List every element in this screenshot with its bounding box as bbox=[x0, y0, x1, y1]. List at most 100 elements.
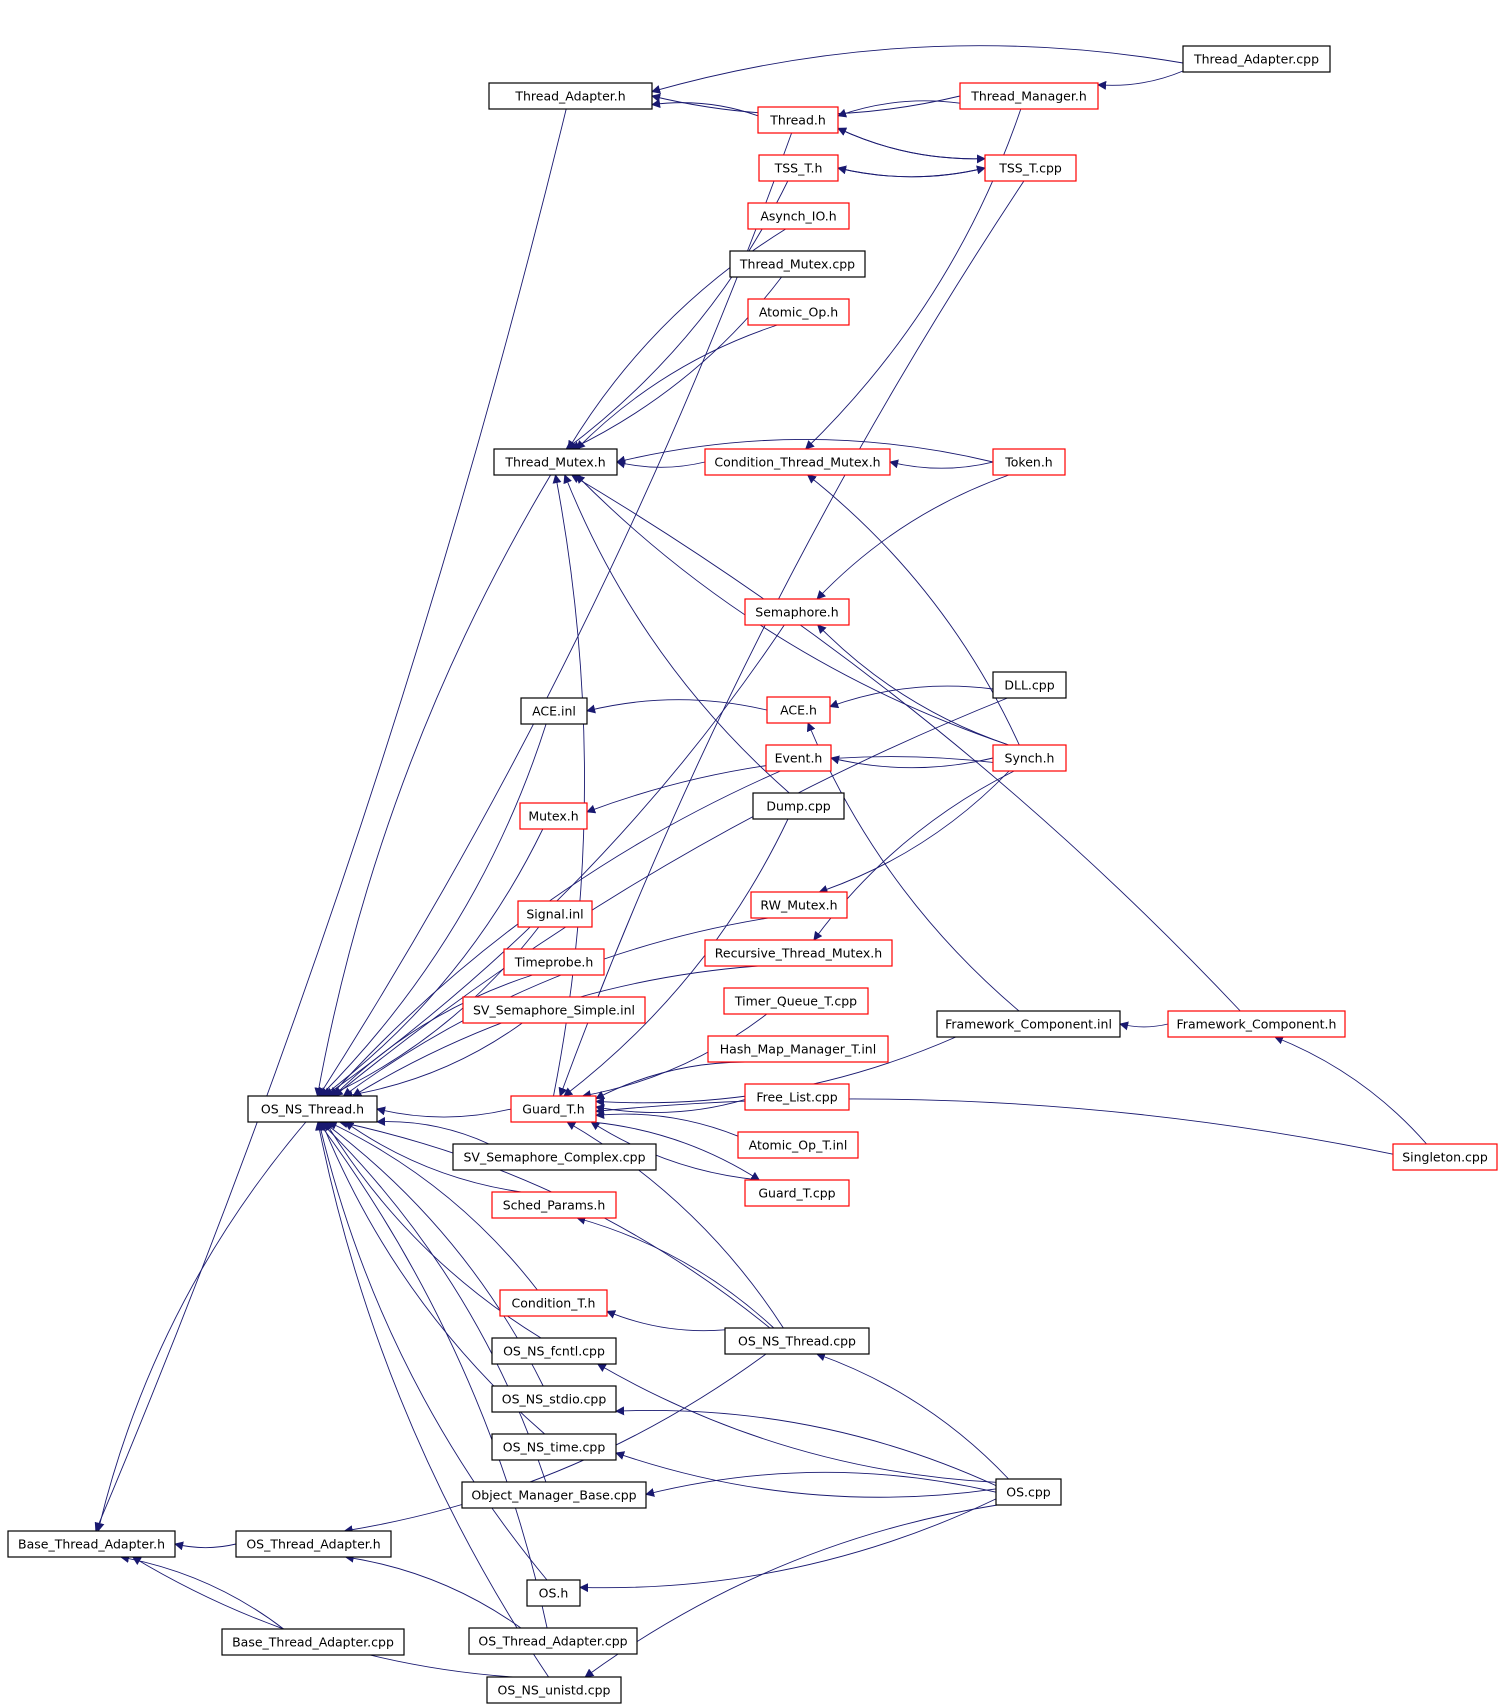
file-node-box bbox=[992, 448, 1066, 476]
file-node-sv-semaphore-simple-inl[interactable]: SV_Semaphore_Simple.inl bbox=[462, 996, 646, 1024]
file-node-framework-component-h[interactable]: Framework_Component.h bbox=[1167, 1010, 1346, 1038]
file-node-label: Thread_Manager.h bbox=[970, 89, 1087, 104]
dependency-edge bbox=[342, 917, 769, 1097]
file-node-box bbox=[1392, 1143, 1498, 1171]
file-node-label: Guard_T.cpp bbox=[758, 1186, 835, 1201]
dependency-edge bbox=[591, 1121, 761, 1181]
file-node-timer-queue-t-cpp[interactable]: Timer_Queue_T.cpp bbox=[723, 987, 869, 1015]
file-node-ace-inl[interactable]: ACE.inl bbox=[520, 697, 588, 725]
dependency-edge bbox=[651, 45, 1184, 94]
file-node-label: Thread_Mutex.cpp bbox=[739, 257, 855, 272]
file-node-hash-map-manager-t-inl[interactable]: Hash_Map_Manager_T.inl bbox=[707, 1035, 889, 1063]
file-node-atomic-op-h[interactable]: Atomic_Op.h bbox=[747, 298, 850, 326]
file-node-label: Mutex.h bbox=[528, 809, 578, 824]
file-node-box bbox=[491, 1385, 617, 1413]
dependency-edge bbox=[563, 474, 790, 794]
file-node-box bbox=[765, 744, 832, 772]
file-node-guard-t-cpp[interactable]: Guard_T.cpp bbox=[744, 1179, 850, 1207]
file-node-dll-cpp[interactable]: DLL.cpp bbox=[992, 671, 1067, 699]
file-node-semaphore-h[interactable]: Semaphore.h bbox=[744, 598, 850, 626]
dependency-edge bbox=[816, 474, 1010, 600]
file-node-box bbox=[707, 1035, 889, 1063]
file-node-base-thread-adapter-cpp[interactable]: Base_Thread_Adapter.cpp bbox=[221, 1628, 405, 1656]
file-node-free-list-cpp[interactable]: Free_List.cpp bbox=[744, 1083, 850, 1111]
file-node-os-ns-unistd-cpp[interactable]: OS_NS_unistd.cpp bbox=[486, 1676, 622, 1704]
file-node-os-cpp[interactable]: OS.cpp bbox=[995, 1478, 1062, 1506]
dependency-edge bbox=[615, 1406, 997, 1487]
dependency-edge bbox=[318, 132, 793, 1097]
file-node-token-h[interactable]: Token.h bbox=[992, 448, 1066, 476]
file-node-tss-t-cpp[interactable]: TSS_T.cpp bbox=[984, 154, 1077, 182]
file-node-condition-thread-mutex-h[interactable]: Condition_Thread_Mutex.h bbox=[704, 448, 891, 476]
file-node-sched-params-h[interactable]: Sched_Params.h bbox=[491, 1191, 617, 1219]
file-node-box bbox=[519, 802, 588, 830]
file-node-os-thread-adapter-cpp[interactable]: OS_Thread_Adapter.cpp bbox=[468, 1627, 638, 1655]
file-node-thread-mutex-cpp[interactable]: Thread_Mutex.cpp bbox=[729, 250, 866, 278]
file-node-thread-mutex-h[interactable]: Thread_Mutex.h bbox=[493, 448, 618, 476]
file-node-dump-cpp[interactable]: Dump.cpp bbox=[752, 792, 845, 820]
file-node-thread-adapter-cpp[interactable]: Thread_Adapter.cpp bbox=[1182, 45, 1331, 73]
dependency-edge bbox=[581, 1013, 768, 1099]
file-node-guard-t-h[interactable]: Guard_T.h bbox=[510, 1095, 597, 1123]
dependency-edge bbox=[575, 324, 778, 450]
file-node-box bbox=[936, 1010, 1121, 1038]
file-node-atomic-op-t-inl[interactable]: Atomic_Op_T.inl bbox=[737, 1131, 859, 1159]
dependency-edge bbox=[376, 1106, 512, 1118]
dependency-edge bbox=[806, 722, 1020, 1012]
dependency-edge bbox=[570, 474, 1241, 1012]
file-node-box bbox=[7, 1530, 176, 1558]
file-node-os-ns-fcntl-cpp[interactable]: OS_NS_fcntl.cpp bbox=[491, 1337, 617, 1365]
dependency-edge bbox=[586, 699, 768, 714]
file-node-label: OS_NS_unistd.cpp bbox=[498, 1683, 611, 1698]
file-node-condition-t-h[interactable]: Condition_T.h bbox=[499, 1289, 608, 1317]
file-node-event-h[interactable]: Event.h bbox=[765, 744, 832, 772]
file-node-object-manager-base-cpp[interactable]: Object_Manager_Base.cpp bbox=[461, 1481, 647, 1509]
file-node-label: Timeprobe.h bbox=[514, 955, 594, 970]
dependency-edge bbox=[595, 1099, 746, 1113]
file-node-box bbox=[503, 948, 605, 976]
file-node-timeprobe-h[interactable]: Timeprobe.h bbox=[503, 948, 605, 976]
dependency-edge bbox=[131, 1556, 513, 1678]
file-node-tss-t-h[interactable]: TSS_T.h bbox=[758, 154, 839, 182]
file-node-os-h[interactable]: OS.h bbox=[526, 1579, 581, 1607]
file-node-sv-semaphore-complex-cpp[interactable]: SV_Semaphore_Complex.cpp bbox=[452, 1143, 657, 1171]
file-node-ace-h[interactable]: ACE.h bbox=[766, 696, 831, 724]
dependency-edge bbox=[319, 723, 547, 1097]
file-node-os-thread-adapter-h[interactable]: OS_Thread_Adapter.h bbox=[235, 1530, 392, 1558]
file-node-thread-h[interactable]: Thread.h bbox=[757, 106, 839, 134]
file-node-mutex-h[interactable]: Mutex.h bbox=[519, 802, 588, 830]
dependency-edge bbox=[837, 127, 986, 164]
file-node-framework-component-inl[interactable]: Framework_Component.inl bbox=[936, 1010, 1121, 1038]
file-node-box bbox=[493, 448, 618, 476]
dependency-edge bbox=[606, 1310, 726, 1332]
file-node-thread-manager-h[interactable]: Thread_Manager.h bbox=[959, 82, 1099, 110]
dependency-edge bbox=[806, 474, 1020, 746]
dependency-edge bbox=[616, 459, 706, 469]
file-node-os-ns-thread-cpp[interactable]: OS_NS_Thread.cpp bbox=[724, 1327, 870, 1355]
dependency-edge bbox=[344, 1553, 522, 1629]
file-node-base-thread-adapter-h[interactable]: Base_Thread_Adapter.h bbox=[7, 1530, 176, 1558]
file-node-label: Thread_Adapter.h bbox=[514, 89, 625, 104]
file-node-thread-adapter-h[interactable]: Thread_Adapter.h bbox=[488, 82, 653, 110]
file-node-rw-mutex-h[interactable]: RW_Mutex.h bbox=[750, 891, 848, 919]
node-layer: Base_Thread_Adapter.hThread_Adapter.hThr… bbox=[7, 45, 1498, 1704]
file-node-box bbox=[486, 1676, 622, 1704]
file-node-label: Thread_Adapter.cpp bbox=[1193, 52, 1319, 67]
file-node-signal-inl[interactable]: Signal.inl bbox=[517, 900, 593, 928]
file-node-synch-h[interactable]: Synch.h bbox=[992, 744, 1067, 772]
file-node-box bbox=[766, 696, 831, 724]
file-node-label: Singleton.cpp bbox=[1402, 1150, 1488, 1165]
file-node-recursive-thread-mutex-h[interactable]: Recursive_Thread_Mutex.h bbox=[704, 939, 893, 967]
dependency-edge bbox=[322, 828, 544, 1097]
file-node-singleton-cpp[interactable]: Singleton.cpp bbox=[1392, 1143, 1498, 1171]
file-node-box bbox=[747, 202, 850, 230]
file-node-box bbox=[520, 697, 588, 725]
dependency-edge bbox=[333, 974, 533, 1097]
dependency-edge bbox=[579, 1498, 997, 1593]
file-node-os-ns-stdio-cpp[interactable]: OS_NS_stdio.cpp bbox=[491, 1385, 617, 1413]
file-node-asynch-io-h[interactable]: Asynch_IO.h bbox=[747, 202, 850, 230]
file-node-label: Synch.h bbox=[1005, 751, 1055, 766]
file-node-label: OS_Thread_Adapter.h bbox=[246, 1537, 380, 1552]
file-node-os-ns-time-cpp[interactable]: OS_NS_time.cpp bbox=[491, 1433, 617, 1461]
file-node-os-ns-thread-h[interactable]: OS_NS_Thread.h bbox=[247, 1095, 378, 1123]
